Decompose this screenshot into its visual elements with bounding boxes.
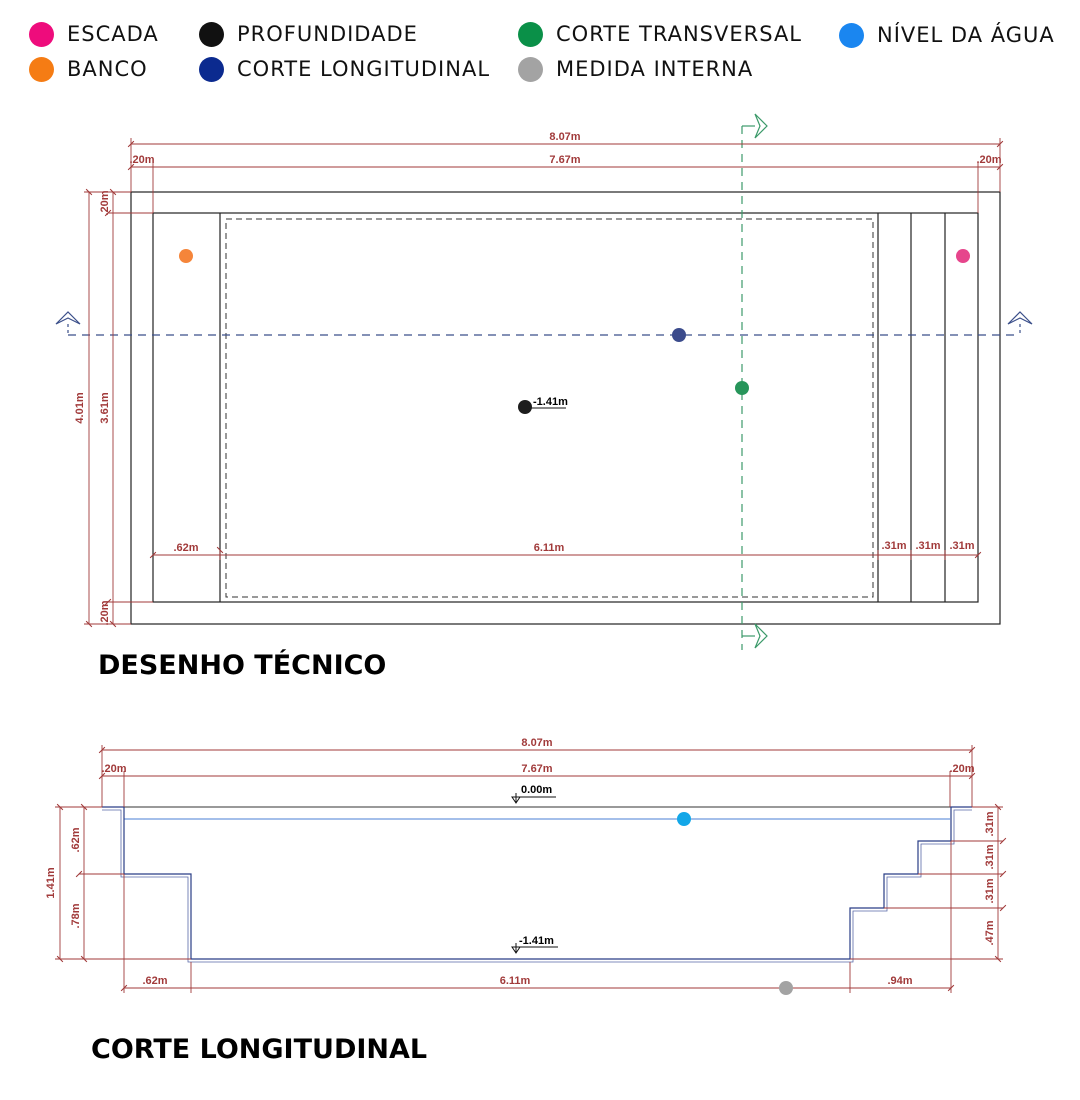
section-border-left: .20m <box>101 763 126 775</box>
legend-label: ESCADA <box>67 22 159 46</box>
section-total-length: 8.07m <box>521 737 552 749</box>
section-border-right: .20m <box>949 763 974 775</box>
section-arrow-icon <box>55 311 81 325</box>
section-top-level: 0.00m <box>521 784 552 796</box>
section-arrow-icon <box>754 623 768 649</box>
section-bottom-level: -1.41m <box>519 935 554 947</box>
plan-step-dim: .31m <box>881 540 906 552</box>
legend-label: CORTE LONGITUDINAL <box>237 57 491 81</box>
legend-item-medida-interna: MEDIDA INTERNA <box>518 54 753 84</box>
legend-label: PROFUNDIDADE <box>237 22 418 46</box>
plan-inner-length: 7.67m <box>549 154 580 166</box>
medida-interna-marker-icon <box>518 56 543 82</box>
plan-deep-area <box>225 218 874 598</box>
section-top-dimensions <box>98 745 976 807</box>
plan-depth-label: -1.41m <box>533 396 568 408</box>
section-view: 8.07m 7.67m .20m .20m 1.41m .62m .78m .3… <box>45 737 1007 995</box>
legend-item-profundidade: PROFUNDIDADE <box>199 19 418 49</box>
plan-inner-width: 3.61m <box>99 392 111 423</box>
medida-interna-marker <box>779 981 793 995</box>
corte-longitudinal-marker-icon <box>199 56 224 82</box>
plan-step-dim: .31m <box>915 540 940 552</box>
banco-marker <box>179 249 193 263</box>
plan-border-bottom: .20m <box>99 600 111 625</box>
section-inner-length: 7.67m <box>521 763 552 775</box>
nivel-da-agua-marker <box>677 812 691 826</box>
plan-main-dim: 6.11m <box>534 542 565 554</box>
pool-profile-inner <box>102 809 972 963</box>
level-marker-icon <box>511 793 521 804</box>
pool-profile <box>102 806 972 960</box>
corte-transversal-marker-icon <box>518 21 543 47</box>
plan-border-right: .20m <box>976 154 1001 166</box>
section-step-dim: .31m <box>984 878 996 903</box>
section-main-len: 6.11m <box>500 975 531 987</box>
level-marker-icon <box>511 943 521 954</box>
plan-total-width: 4.01m <box>74 392 86 423</box>
plan-step-dim: .31m <box>949 540 974 552</box>
plan-pool-edge <box>152 212 979 603</box>
plan-left-dimensions <box>84 188 153 628</box>
legend-label: BANCO <box>67 57 148 81</box>
section-total-depth: 1.41m <box>45 867 57 898</box>
section-bench-height: .62m <box>70 827 82 852</box>
plan-bench-dim: .62m <box>173 542 198 554</box>
profundidade-marker-icon <box>199 21 224 47</box>
plan-title: DESENHO TÉCNICO <box>98 650 387 681</box>
legend-item-escada: ESCADA <box>29 19 159 49</box>
section-arrow-icon <box>754 113 768 139</box>
corte-transversal-marker <box>735 381 749 395</box>
plan-top-dimensions <box>127 138 1004 213</box>
legend-label: MEDIDA INTERNA <box>556 57 754 81</box>
legend-item-corte-transversal: CORTE TRANSVERSAL <box>518 19 802 49</box>
section-left-dimensions <box>55 803 191 963</box>
escada-marker-icon <box>29 21 54 47</box>
banco-marker-icon <box>29 56 54 82</box>
legend-item-corte-longitudinal: CORTE LONGITUDINAL <box>199 54 490 84</box>
section-step-dim: .31m <box>984 844 996 869</box>
plan-border-left: .20m <box>129 154 154 166</box>
legend-label: NÍVEL DA ÁGUA <box>877 23 1055 47</box>
section-step-base-dim: .47m <box>984 920 996 945</box>
nivel-da-agua-marker-icon <box>839 22 864 48</box>
section-title: CORTE LONGITUDINAL <box>91 1034 428 1065</box>
section-below-bench: .78m <box>70 903 82 928</box>
legend: ESCADA PROFUNDIDADE CORTE TRANSVERSAL NÍ… <box>0 0 1080 90</box>
section-step-dim: .31m <box>984 811 996 836</box>
section-arrow-icon <box>1007 311 1033 325</box>
plan-total-length: 8.07m <box>549 131 580 143</box>
profundidade-marker <box>518 400 532 414</box>
plan-border-top: .20m <box>99 190 111 215</box>
section-stairs-len: .94m <box>887 975 912 987</box>
legend-item-banco: BANCO <box>29 54 148 84</box>
plan-inner-dimensions <box>149 546 982 560</box>
plan-outer-edge <box>130 191 1001 625</box>
escada-marker <box>956 249 970 263</box>
corte-longitudinal-marker <box>672 328 686 342</box>
section-right-dimensions <box>850 803 1007 963</box>
legend-label: CORTE TRANSVERSAL <box>556 22 803 46</box>
plan-view: 8.07m 7.67m .20m .20m 4.01m 3.61m .20m .… <box>55 113 1033 650</box>
section-bench-len: .62m <box>142 975 167 987</box>
section-bottom-dimensions <box>120 841 955 993</box>
legend-item-nivel-da-agua: NÍVEL DA ÁGUA <box>839 20 1055 50</box>
